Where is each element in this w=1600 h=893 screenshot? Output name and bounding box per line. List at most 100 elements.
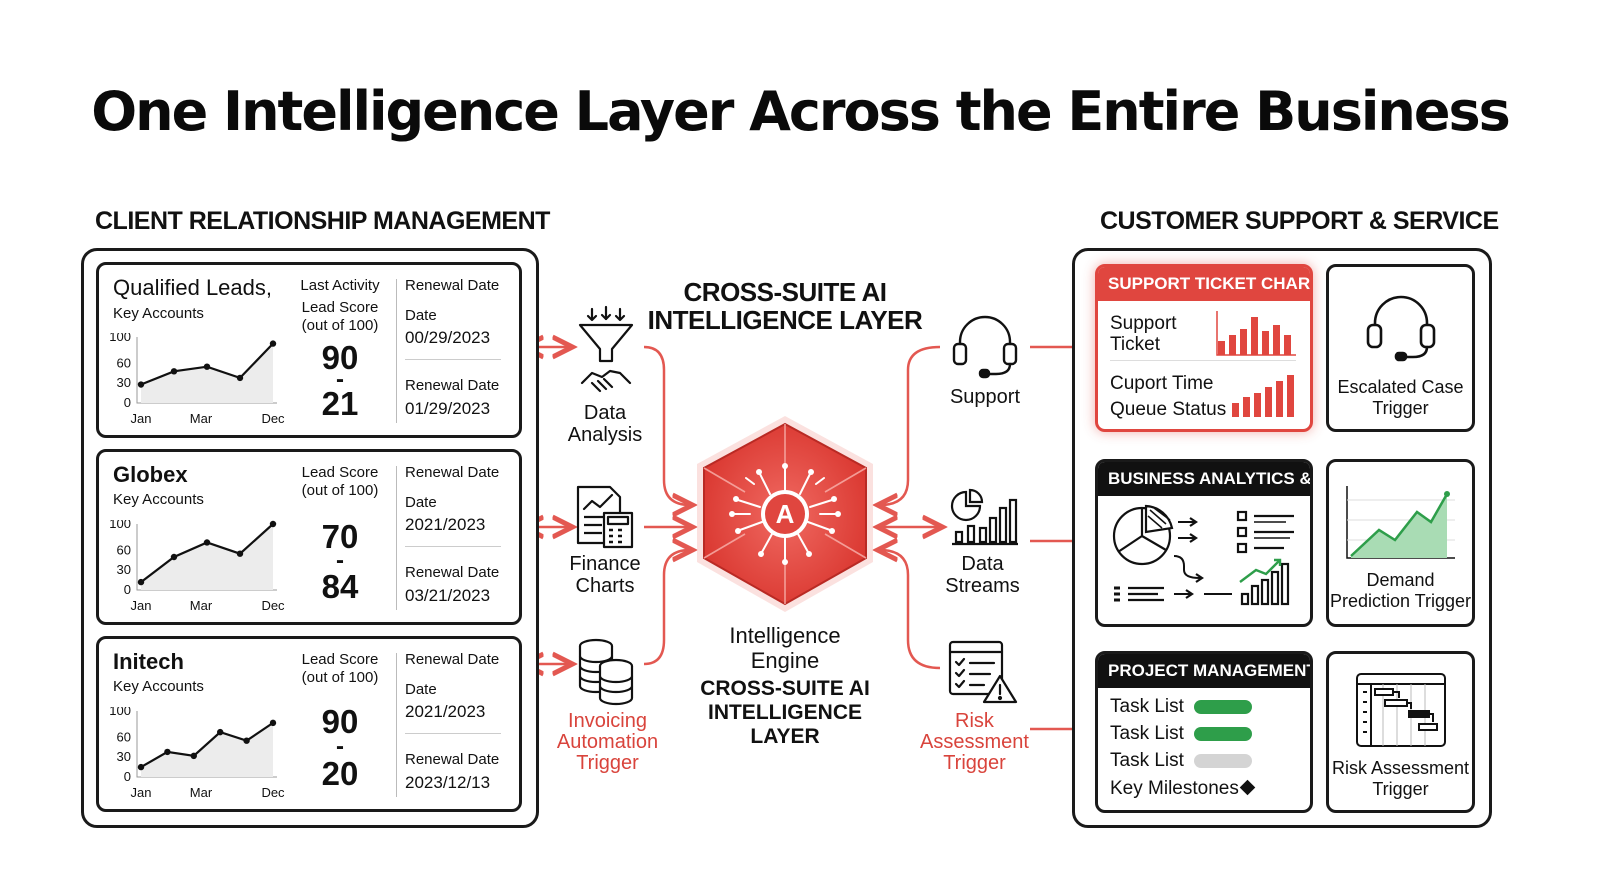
project-management-panel[interactable]: PROJECT MANAGEMENT Task List Task List T… [1095,651,1313,813]
link-support-engine [880,345,941,505]
x-tick-label: Mar [190,785,213,800]
task-status-bar [1194,700,1252,714]
data-point [269,340,277,347]
x-tick-label: Dec [261,411,285,426]
renewal-label: Renewal Date [405,377,500,394]
data-point [170,553,178,561]
date-value: 2021/2023 [405,515,486,534]
y-tick-label: 0 [124,582,131,597]
activity-label: Last Activity [300,277,380,294]
queue-bar-chart-icon [1232,375,1294,417]
renewal-label: Renewal Date [405,651,500,668]
data-point [217,728,224,736]
support-node-label: Support [949,386,1021,408]
panel-header: BUSINESS ANALYTICS & BI [1098,462,1310,496]
crm-heading: CLIENT RELATIONSHIP MANAGEMENT [95,207,550,235]
x-tick-label: Dec [261,785,285,800]
task-status-bar [1194,727,1252,741]
date-value: 2021/2023 [405,702,486,721]
renewal-label: Renewal Date [405,464,500,481]
score-dash: - [336,366,344,393]
x-tick-label: Dec [261,598,285,613]
y-tick-label: 0 [124,395,131,410]
series-area [141,722,273,777]
divider [396,466,397,610]
card-subtitle: Key Accounts [113,491,204,508]
score-top: 90 [321,703,359,740]
funnel-handshake-icon [578,305,634,393]
data-point [137,381,145,388]
data-point [269,520,277,528]
card-subtitle: Key Accounts [113,678,204,695]
gantt-chart-icon [1356,673,1446,747]
engine-logo-letter: A [776,499,795,529]
card-subtitle: Key Accounts [113,305,204,322]
data-point [236,550,244,557]
y-tick-label: 100 [109,707,131,718]
date-value: 00/29/2023 [405,328,491,347]
data-point [203,539,211,546]
series-area [141,343,273,403]
checklist-warning-icon [948,640,1018,704]
intelligence-engine-hexagon[interactable]: A [690,412,880,622]
x-tick-label: Jan [131,598,152,613]
data-point [164,748,171,756]
data-point [190,752,197,760]
card-name: Globex [113,462,188,487]
y-tick-label: 60 [117,542,131,557]
pie-bar-chart-icon [950,488,1018,546]
data-point [236,374,244,382]
renewal-value: 2023/12/13 [405,773,491,792]
coins-stack-icon [578,638,634,706]
task-list-label: Task List [1110,750,1184,771]
date-label: Date [405,494,437,511]
score-bottom: 84 [321,568,359,605]
link-risk-engine [880,550,941,670]
score-dash: - [336,733,344,760]
score-label: Lead Score [301,651,379,668]
panel-header: PROJECT MANAGEMENT [1098,654,1310,688]
headset-icon [1366,295,1436,362]
x-tick-label: Jan [131,411,152,426]
support-heading: CUSTOMER SUPPORT & SERVICE [1100,207,1499,235]
data-point [170,368,178,375]
card-name: Qualified Leads, [113,275,272,300]
divider [1110,360,1296,361]
headset-icon [952,315,1018,379]
page-title: One Intelligence Layer Across the Entire… [91,80,1510,143]
score-dash: - [336,547,344,574]
renewal-value: 01/29/2023 [405,399,491,418]
renewal-label: Renewal Date [405,564,500,581]
divider [396,279,397,423]
y-tick-label: 60 [117,355,131,370]
data-point [203,363,211,370]
panel-header: SUPPORT TICKET CHARTS [1098,267,1310,301]
x-tick-label: Mar [190,411,213,426]
score-top: 90 [321,339,359,376]
link-invoicing-engine [643,550,690,666]
y-tick-label: 100 [109,333,131,344]
renewal-label: Renewal Date [405,277,500,294]
business-analytics-panel[interactable]: BUSINESS ANALYTICS & BI [1095,459,1313,627]
milestone-diamond-icon [1239,779,1256,796]
milestones-label: Key Milestones [1110,778,1239,799]
series-area [141,524,273,590]
